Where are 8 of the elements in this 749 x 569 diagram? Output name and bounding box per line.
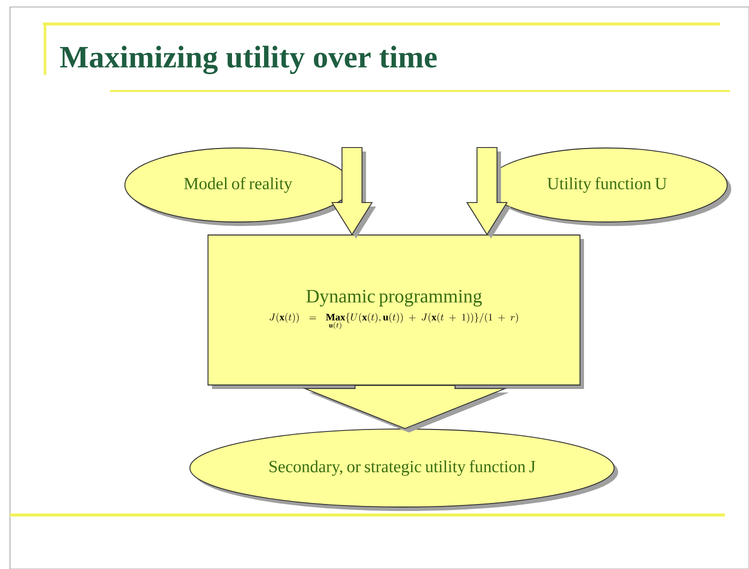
ellipse-node: Secondary, or strategic utility function J bbox=[189, 428, 618, 511]
process-box: Dynamic programming $J(\mathbf{x}(t)) = \mathop{\mathbf{Max}}\limits_{\mathbf{u}(t)} \{U(\mathbf{x}(t),\mathbf{u}(t)) + J(\mathbf{x}(t+1))\}/(1+r)$ bbox=[208, 234, 584, 389]
ellipse-node: Model of reality bbox=[124, 148, 356, 226]
slide-title: Maximizing utility over time bbox=[60, 46, 437, 74]
ellipse-node: Utility function U bbox=[486, 148, 732, 226]
block-arrow bbox=[466, 147, 511, 239]
block-arrow bbox=[331, 147, 376, 239]
block-arrow bbox=[302, 385, 509, 433]
